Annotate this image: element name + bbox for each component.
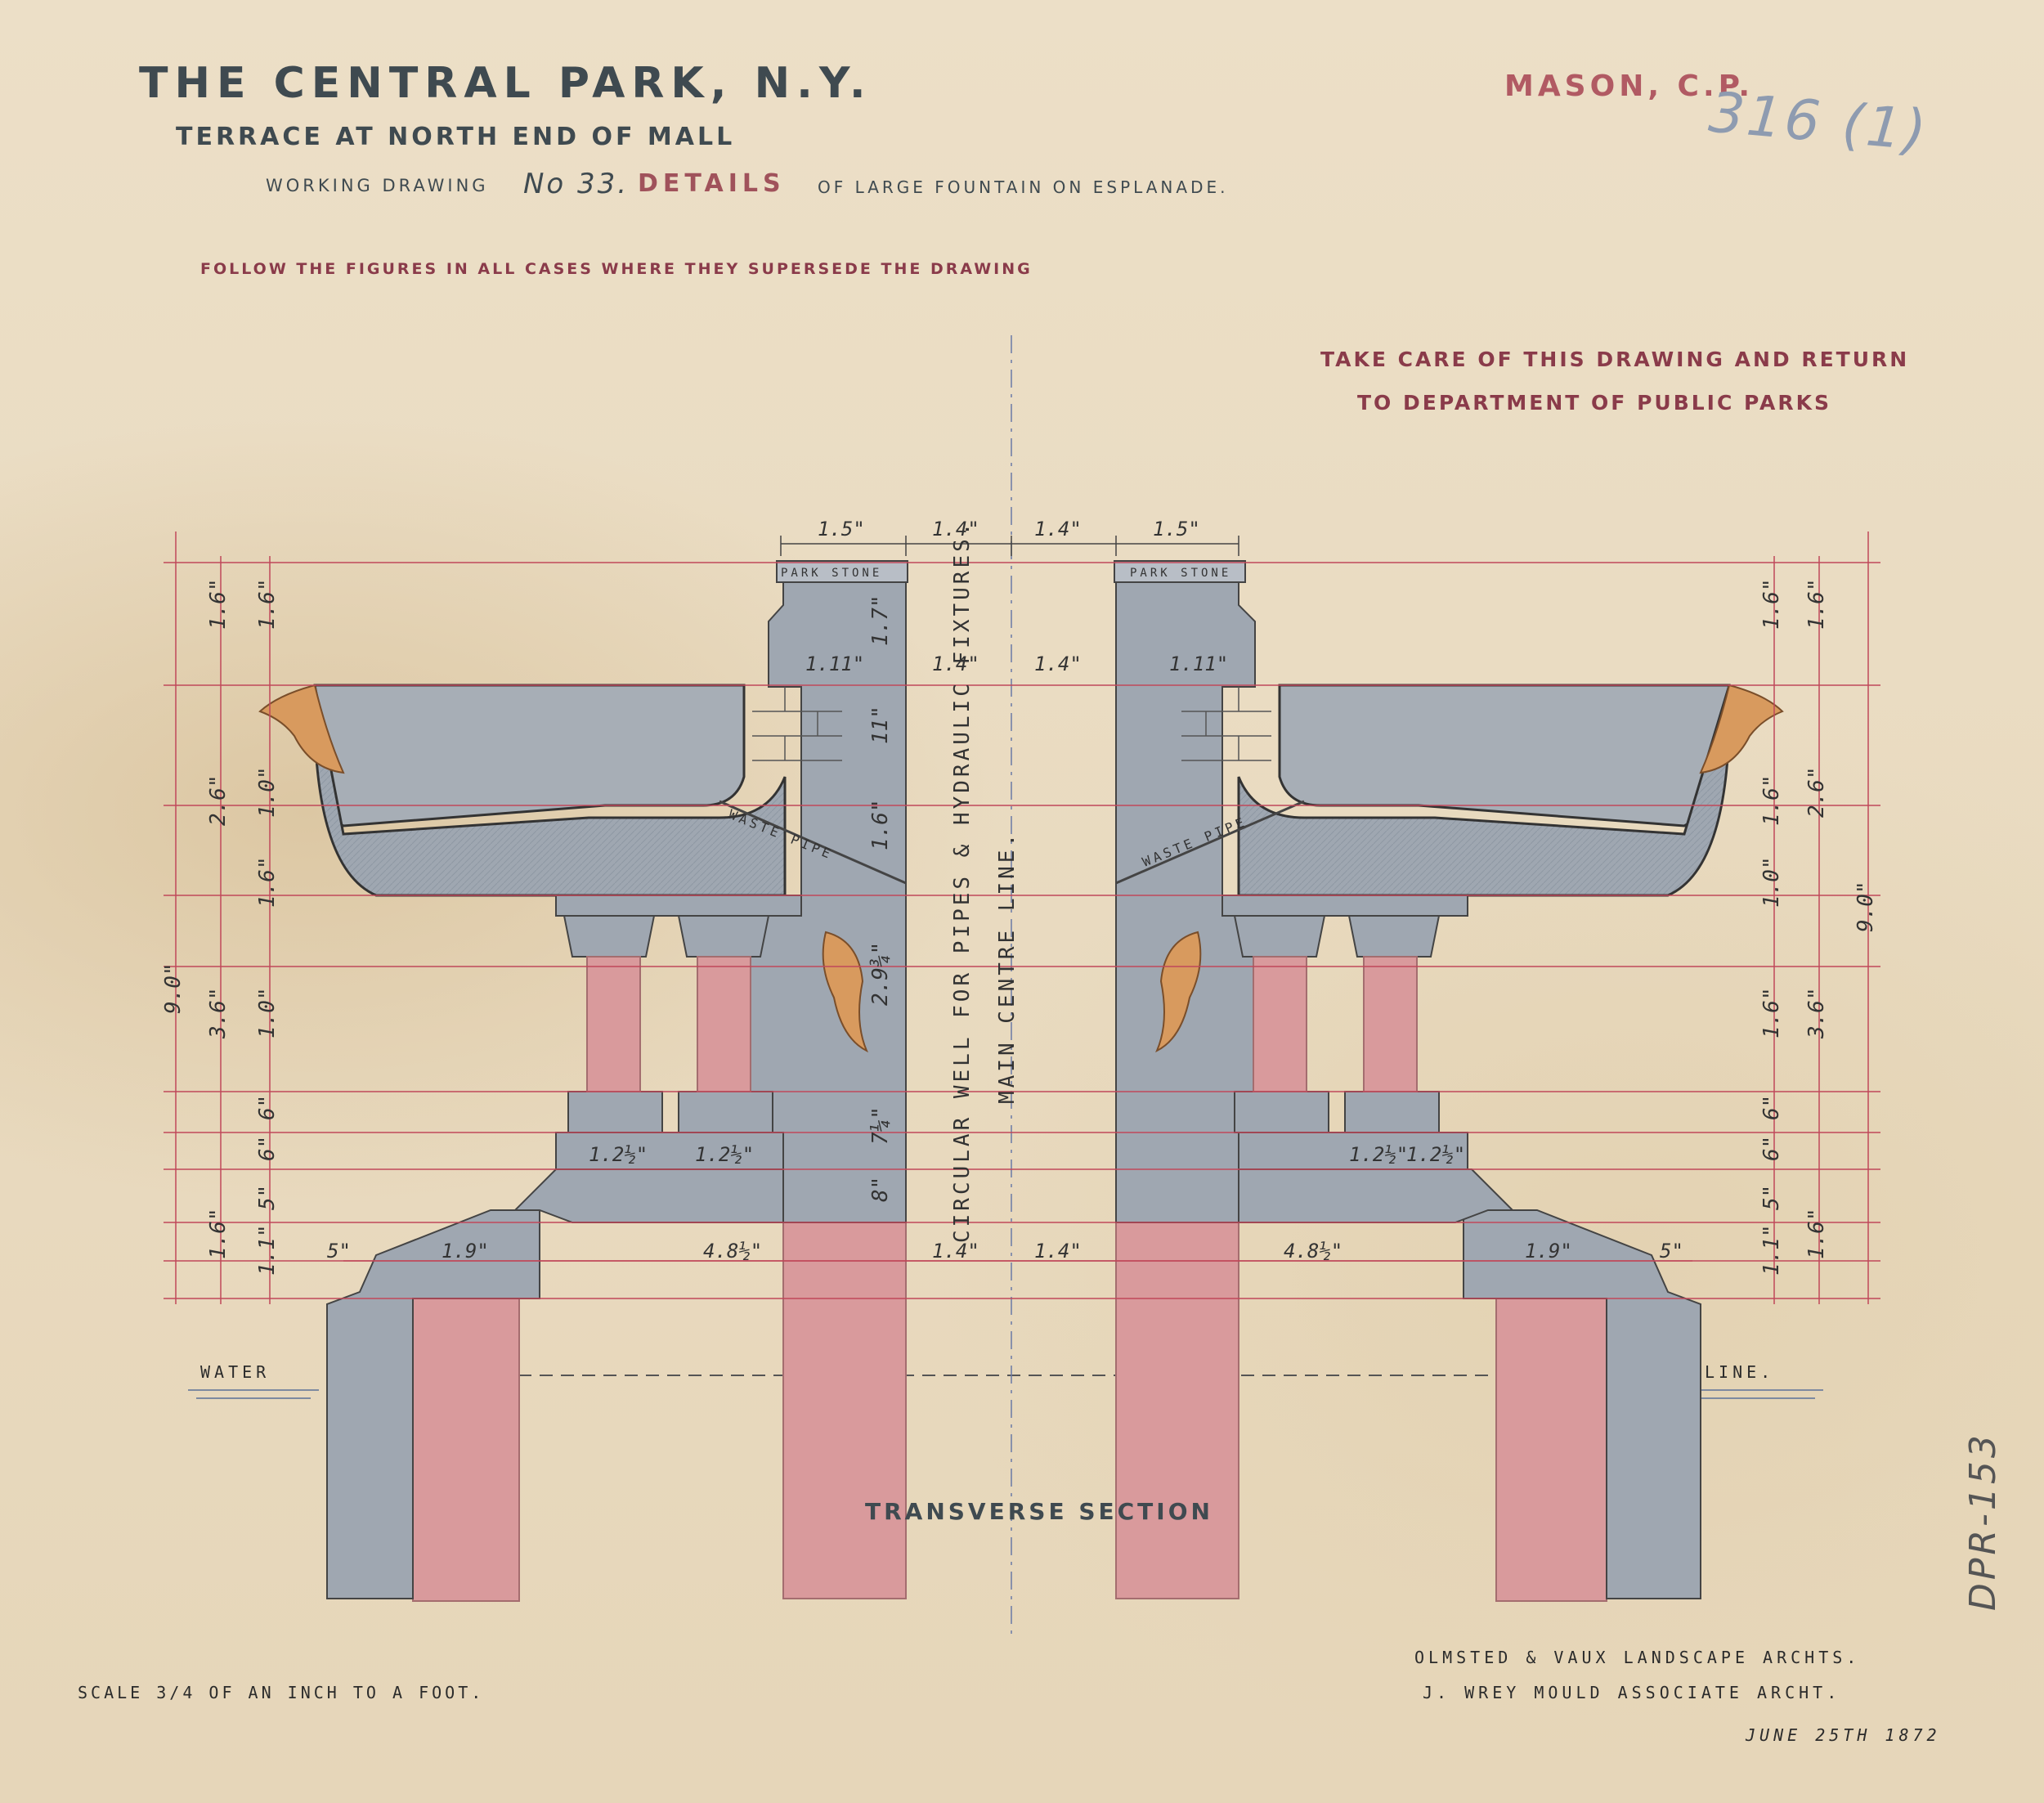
svg-text:1.6": 1.6" — [255, 856, 280, 908]
top-dimension-line — [780, 536, 1239, 556]
svg-text:7¼": 7¼" — [868, 1106, 893, 1145]
architects-line2: J. WREY MOULD ASSOCIATE ARCHT. — [1423, 1683, 1841, 1702]
svg-text:1.5": 1.5" — [818, 518, 865, 540]
svg-text:1.11": 1.11" — [805, 653, 864, 675]
svg-text:1.6": 1.6" — [206, 578, 231, 630]
svg-text:1.1": 1.1" — [1759, 1224, 1784, 1276]
working-drawing-number: No 33. — [523, 168, 630, 200]
take-care-stamp-line1: TAKE CARE OF THIS DRAWING AND RETURN — [1320, 348, 1910, 371]
svg-text:1.2½": 1.2½" — [589, 1143, 648, 1166]
details-heading: DETAILS — [638, 169, 786, 198]
svg-text:6": 6" — [255, 1136, 280, 1161]
water-hatch — [188, 1389, 1823, 1399]
svg-text:1.2½": 1.2½" — [1349, 1143, 1408, 1166]
svg-text:1.4": 1.4" — [932, 653, 979, 675]
svg-text:9.0": 9.0" — [161, 962, 186, 1014]
park-stone-left-label: PARK STONE — [781, 567, 882, 580]
svg-text:1.4": 1.4" — [1034, 518, 1082, 540]
svg-text:5": 5" — [1759, 1185, 1784, 1210]
fountain-description: OF LARGE FOUNTAIN ON ESPLANADE. — [818, 177, 1229, 197]
svg-text:6": 6" — [1759, 1136, 1784, 1161]
svg-text:2.6": 2.6" — [1804, 766, 1829, 818]
svg-text:2.9¾": 2.9¾" — [868, 942, 893, 1006]
svg-text:1.6": 1.6" — [868, 799, 893, 850]
svg-text:1.4": 1.4" — [932, 518, 979, 540]
svg-text:9.0": 9.0" — [1853, 881, 1878, 932]
drawing-date: JUNE 25TH 1872 — [1746, 1725, 1941, 1745]
svg-text:5": 5" — [255, 1185, 280, 1210]
svg-text:1.6": 1.6" — [255, 578, 280, 630]
working-drawing-label: WORKING DRAWING — [266, 176, 489, 195]
svg-text:1.6": 1.6" — [206, 1208, 231, 1259]
outer-walls — [326, 1209, 1701, 1599]
svg-text:6": 6" — [1759, 1095, 1784, 1120]
svg-text:1.9": 1.9" — [442, 1240, 489, 1263]
svg-text:5": 5" — [327, 1240, 351, 1263]
catalog-number: DPR-153 — [1962, 1432, 2004, 1611]
sheet-title: THE CENTRAL PARK, N.Y. — [139, 59, 872, 108]
dimension-lines — [164, 531, 1880, 1304]
svg-text:4.8½": 4.8½" — [1284, 1240, 1342, 1263]
svg-text:11": 11" — [868, 706, 893, 744]
sheet-subtitle: TERRACE AT NORTH END OF MALL — [176, 123, 736, 151]
svg-text:1.5": 1.5" — [1153, 518, 1200, 540]
svg-text:1.7": 1.7" — [868, 594, 893, 646]
svg-text:1.0": 1.0" — [255, 766, 280, 818]
masonry-courses — [752, 687, 1271, 761]
svg-text:1.0": 1.0" — [1759, 856, 1784, 908]
basin-bowls — [312, 684, 1731, 897]
svg-text:1.6": 1.6" — [1759, 987, 1784, 1038]
svg-text:2.6": 2.6" — [206, 774, 231, 826]
svg-text:1.2½": 1.2½" — [1406, 1143, 1465, 1166]
svg-text:6": 6" — [255, 1095, 280, 1120]
svg-text:1.2½": 1.2½" — [695, 1143, 754, 1166]
svg-text:1.4": 1.4" — [1034, 1240, 1082, 1263]
svg-text:8": 8" — [868, 1177, 893, 1202]
scale-note: SCALE 3/4 OF AN INCH TO A FOOT. — [78, 1683, 485, 1702]
waste-pipes — [719, 800, 1305, 885]
svg-text:1.1": 1.1" — [255, 1224, 280, 1276]
svg-text:3.6": 3.6" — [206, 987, 231, 1039]
centre-line-label: MAIN CENTRE LINE. — [995, 831, 1020, 1104]
take-care-stamp-line2: TO DEPARTMENT OF PUBLIC PARKS — [1357, 391, 1832, 415]
svg-text:1.6": 1.6" — [1759, 578, 1784, 630]
basin-rim-ornaments — [258, 684, 1784, 774]
svg-text:1.11": 1.11" — [1169, 653, 1228, 675]
foundation-piers — [412, 1222, 1607, 1602]
svg-text:5": 5" — [1660, 1240, 1683, 1263]
svg-text:1.6": 1.6" — [1804, 578, 1829, 630]
svg-text:1.4": 1.4" — [932, 1240, 979, 1263]
bracket-ornaments — [822, 931, 1202, 1053]
dimension-figures: 1.5" 1.4" 1.4" 1.5" 1.11" 1.4" 1.4" 1.11… — [327, 518, 1683, 1263]
svg-text:1.0": 1.0" — [255, 987, 280, 1038]
svg-text:1.9": 1.9" — [1525, 1240, 1572, 1263]
mason-stamp: MASON, C.P. — [1504, 70, 1755, 103]
svg-text:1.4": 1.4" — [1034, 653, 1082, 675]
svg-text:3.6": 3.6" — [1804, 987, 1829, 1039]
park-stone-right-label: PARK STONE — [1130, 567, 1231, 580]
svg-text:4.8½": 4.8½" — [703, 1240, 762, 1263]
vertical-dimension-figures: 9.0" 1.6" 2.6" 3.6" 1.6" 1.6" 1.0" 1.6" … — [161, 578, 1878, 1276]
follow-figures-note: FOLLOW THE FIGURES IN ALL CASES WHERE TH… — [200, 260, 1033, 278]
section-title: TRANSVERSE SECTION — [865, 1498, 1213, 1525]
svg-text:1.6": 1.6" — [1804, 1208, 1829, 1259]
well-label: CIRCULAR WELL FOR PIPES & HYDRAULIC FIXT… — [950, 520, 975, 1243]
line-label: LINE. — [1705, 1362, 1775, 1382]
water-label: WATER — [200, 1362, 271, 1382]
columns — [555, 895, 1468, 1133]
svg-text:1.6": 1.6" — [1759, 774, 1784, 826]
architects-line1: OLMSTED & VAUX LANDSCAPE ARCHTS. — [1414, 1648, 1861, 1667]
park-stone-caps — [776, 560, 1246, 583]
